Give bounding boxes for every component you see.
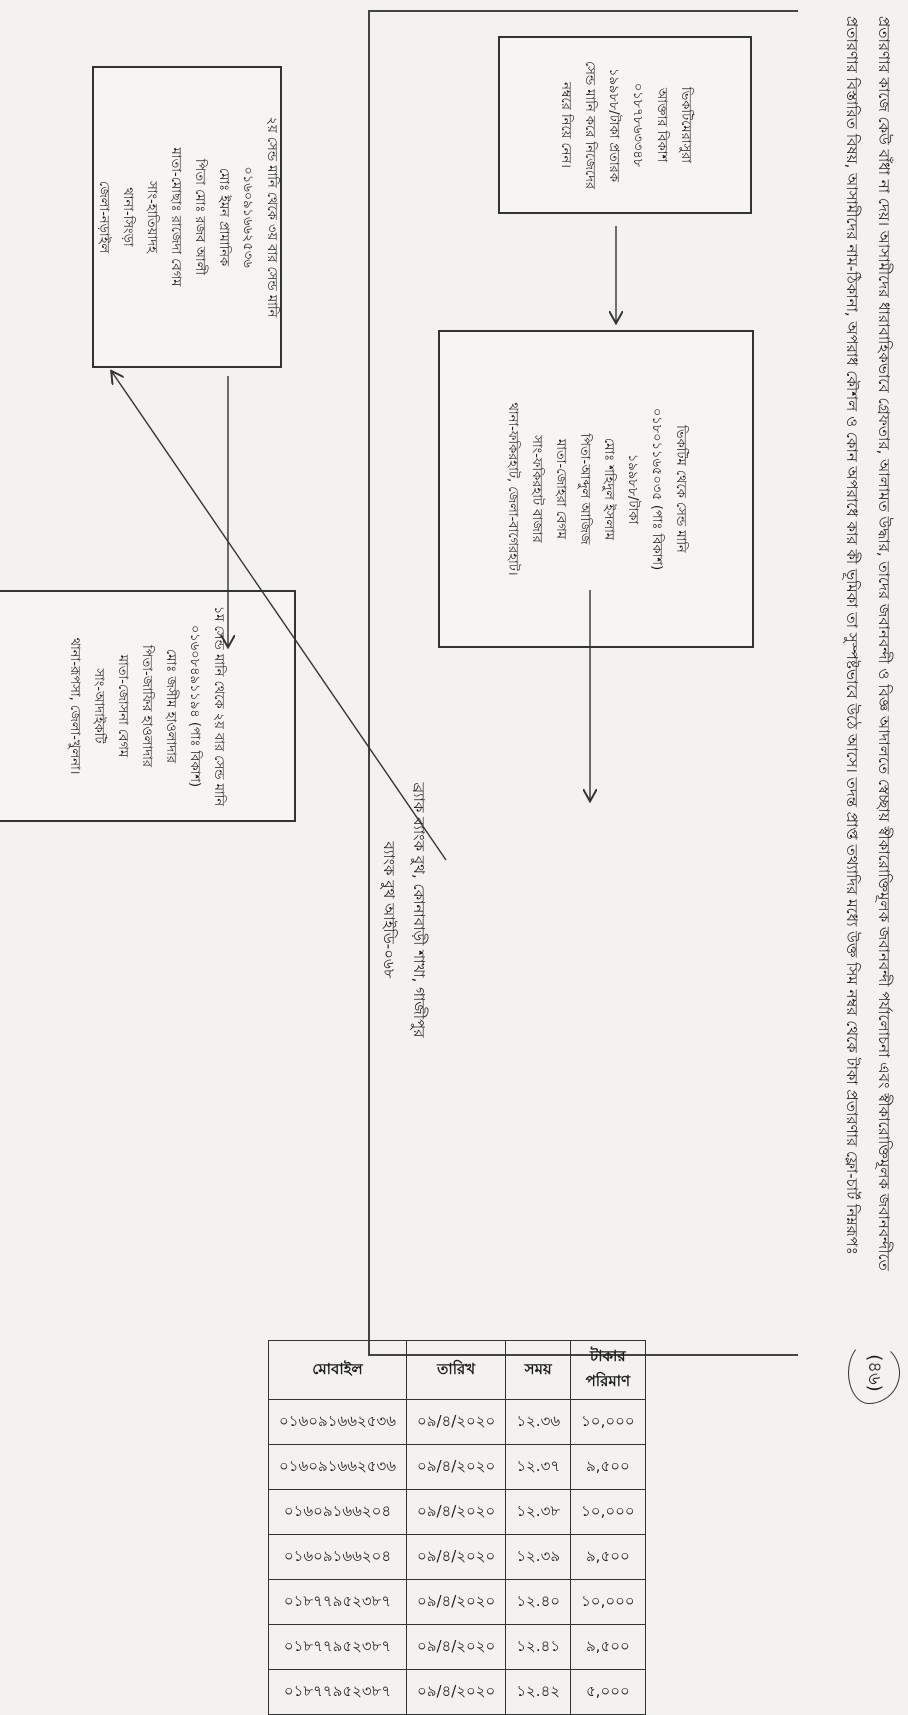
table-cell: ১২.৩৭ [505,1444,571,1490]
table-cell: ০৯/৪/২০২০ [406,1444,506,1490]
table-cell: ১২.৪১ [505,1624,571,1670]
table-cell: ১২.৪০ [505,1579,571,1625]
table-cell: ৯,৫০০ [570,1534,646,1580]
table-cell: ১২.৩৮ [505,1489,571,1535]
table-header: টাকার পরিমাণ [570,1340,646,1400]
table-cell: ০১৮৭৭৯৫২৩৮৭ [268,1669,407,1715]
table-cell: ০৯/৪/২০২০ [406,1489,506,1535]
table-cell: ০৯/৪/২০২০ [406,1534,506,1580]
table-cell: ৯,৫০০ [570,1444,646,1490]
table-header: মোবাইল [268,1340,407,1400]
table-cell: ০১৮৭৭৯৫২৩৮৭ [268,1579,407,1625]
table-cell: ১০,০০০ [570,1579,646,1625]
table-cell: ০১৬০৯১৬৬২০৪ [268,1489,407,1535]
table-cell: ১২.৩৯ [505,1534,571,1580]
table-cell: ১২.৪২ [505,1669,571,1715]
table-cell: ০১৮৭৭৯৫২৩৮৭ [268,1624,407,1670]
table-cell: ০১৬০৯১৬৬২৫৩৬ [268,1444,407,1490]
table-header: তারিখ [406,1340,506,1400]
table-cell: ৯,৫০০ [570,1624,646,1670]
table-cell: ৫,০০০ [570,1669,646,1715]
table-cell: ০৯/৪/২০২০ [406,1579,506,1625]
table-header: সময় [505,1340,571,1400]
table-cell: ০৯/৪/২০২০ [406,1399,506,1445]
table-cell: ০৯/৪/২০২০ [406,1669,506,1715]
table-cell: ১২.৩৬ [505,1399,571,1445]
arrow-second-to-third [112,372,447,861]
rotated-page: প্রতারণার কাজে কেউ বাঁধা না দেয়। আসামীদ… [0,10,908,1715]
table-cell: ০১৬০৯১৬৬২০৪ [268,1534,407,1580]
flow-arrows [0,226,908,861]
table-cell: ০৯/৪/২০২০ [406,1624,506,1670]
table-cell: ০১৬০৯১৬৬২৫৩৬ [268,1399,407,1445]
table-cell: ১০,০০০ [570,1399,646,1445]
table-cell: ১০,০০০ [570,1489,646,1535]
